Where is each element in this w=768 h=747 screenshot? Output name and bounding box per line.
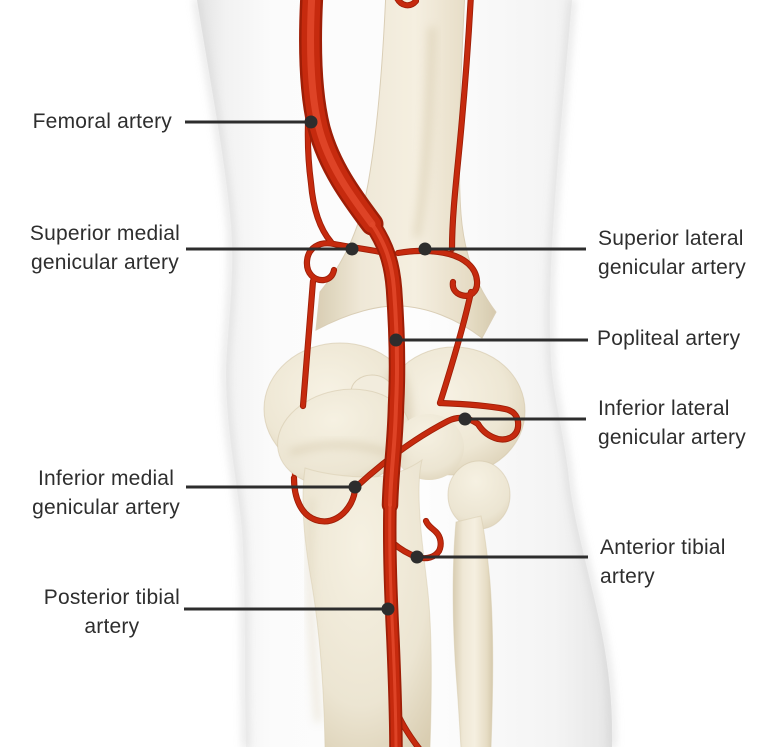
- label-text: genicular artery: [598, 426, 746, 449]
- label-text: artery: [84, 615, 140, 638]
- marker-dot-inferior-lateral: [458, 412, 472, 426]
- leader-lines: [184, 115, 588, 616]
- marker-dot-anterior-tibial: [410, 550, 424, 564]
- label-text: Femoral artery: [32, 110, 172, 133]
- label-text: Anterior tibial: [600, 536, 726, 559]
- label-text: Superior medial: [29, 222, 180, 245]
- label-anterior-tibial-artery: Anterior tibial artery: [600, 533, 726, 591]
- fibula-bone: [447, 460, 511, 747]
- label-text: genicular artery: [32, 496, 180, 519]
- marker-dot-inferior-medial: [348, 480, 362, 494]
- label-femoral-artery: Femoral artery: [33, 107, 172, 136]
- marker-dot-posterior-tibial: [381, 602, 395, 616]
- label-text: Superior lateral: [598, 227, 744, 250]
- label-text: Posterior tibial: [43, 586, 180, 609]
- label-inferior-medial-genicular-artery: Inferior medial genicular artery: [32, 464, 180, 522]
- label-text: Inferior lateral: [598, 397, 730, 420]
- label-text: Popliteal artery: [597, 327, 741, 350]
- marker-dot-superior-lateral: [418, 242, 432, 256]
- marker-dot-femoral: [304, 115, 318, 129]
- label-text: Inferior medial: [38, 467, 175, 490]
- label-inferior-lateral-genicular-artery: Inferior lateral genicular artery: [598, 394, 746, 452]
- label-text: genicular artery: [598, 256, 746, 279]
- label-text: artery: [600, 565, 655, 588]
- label-text: genicular artery: [30, 251, 179, 274]
- label-superior-lateral-genicular-artery: Superior lateral genicular artery: [598, 224, 746, 282]
- label-posterior-tibial-artery: Posterior tibial artery: [44, 583, 180, 641]
- marker-dot-popliteal: [389, 333, 403, 347]
- marker-dot-superior-medial: [345, 242, 359, 256]
- label-superior-medial-genicular-artery: Superior medial genicular artery: [30, 219, 180, 277]
- label-popliteal-artery: Popliteal artery: [597, 324, 740, 353]
